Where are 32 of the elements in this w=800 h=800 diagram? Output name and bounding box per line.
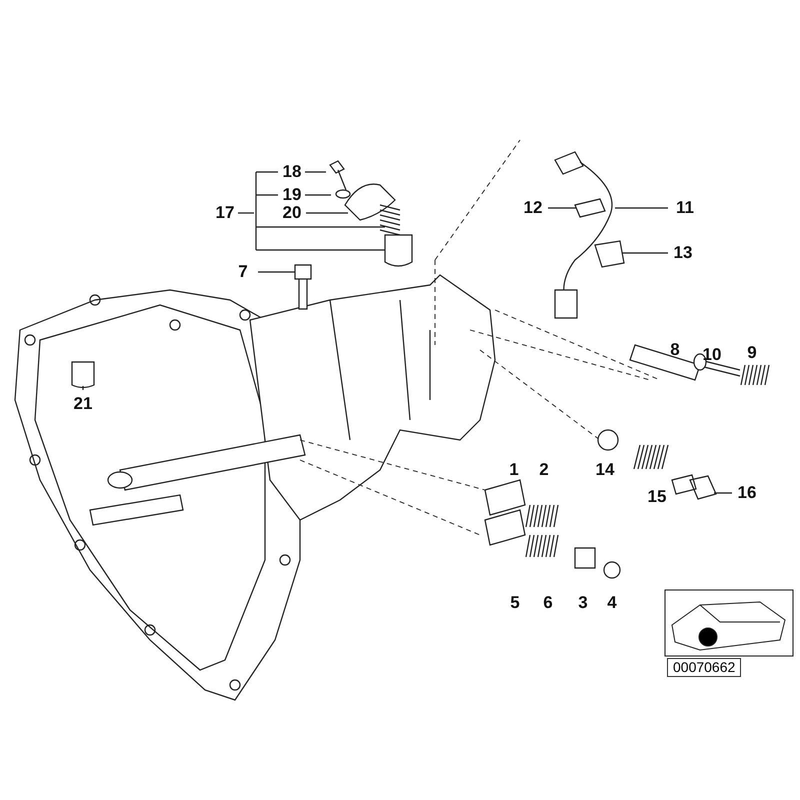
leader-line <box>306 212 348 214</box>
callout-number: 3 <box>578 594 588 612</box>
callout-number: 19 <box>282 186 302 204</box>
leader-line <box>615 207 668 209</box>
callout-number: 17 <box>216 204 234 222</box>
callout-number: 18 <box>282 163 302 181</box>
leader-line <box>548 207 576 209</box>
callout-number: 11 <box>676 199 694 217</box>
callout-number: 20 <box>282 204 302 222</box>
leader-line <box>305 194 331 196</box>
leader-line <box>258 271 295 273</box>
callout-number: 21 <box>74 395 92 413</box>
leader-line <box>622 252 668 254</box>
diagram-number: 00070662 <box>667 658 742 677</box>
callout-number: 10 <box>702 346 722 364</box>
leader-line <box>238 212 254 214</box>
leader-line <box>305 171 326 173</box>
callout-number: 12 <box>524 199 542 217</box>
callout-number: 1 <box>509 461 519 479</box>
callout-number: 8 <box>670 341 680 359</box>
callout-number: 2 <box>539 461 549 479</box>
callout-number: 15 <box>648 488 666 506</box>
callout-number: 7 <box>238 263 248 281</box>
leader-line <box>82 386 84 390</box>
leader-line <box>714 492 732 494</box>
callout-number: 9 <box>747 344 757 362</box>
callout-number: 6 <box>543 594 553 612</box>
callout-number: 13 <box>674 244 692 262</box>
callout-number: 14 <box>596 461 614 479</box>
callout-number: 16 <box>738 484 756 502</box>
callout-number: 4 <box>607 594 617 612</box>
callout-number: 5 <box>510 594 520 612</box>
